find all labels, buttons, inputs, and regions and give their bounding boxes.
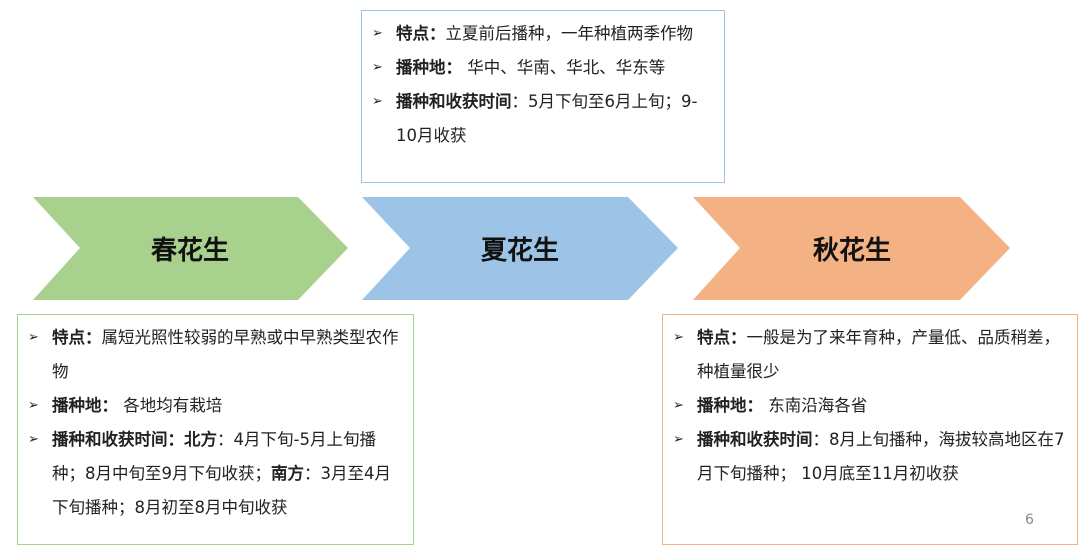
bullet-item: ➢ 播种地： 东南沿海各省	[671, 389, 1069, 423]
item-label: 特点：	[396, 24, 446, 43]
arrow-bullet-icon: ➢	[372, 94, 383, 109]
bullet-item: ➢ 特点：一般是为了来年育种，产量低、品质稍差，种植量很少	[671, 321, 1069, 389]
bullet-item: ➢ 播种和收获时间：北方：4月下旬-5月上旬播种；8月中旬至9月下旬收获；南方：3…	[26, 423, 405, 525]
arrow-bullet-icon: ➢	[372, 26, 383, 41]
bullet-item: ➢ 播种和收获时间：5月下旬至6月上旬；9-10月收获	[370, 85, 716, 153]
item-label: 播种和收获时间	[697, 430, 813, 449]
item-label: 特点：	[52, 328, 102, 347]
summer-info-box: ➢ 特点：立夏前后播种，一年种植两季作物 ➢ 播种地： 华中、华南、华北、华东等 ➢ 播种…	[361, 10, 725, 183]
item-text: 属短光照性较弱的早熟或中早熟类型农作物	[52, 328, 399, 381]
autumn-info-box: ➢ 特点：一般是为了来年育种，产量低、品质稍差，种植量很少 ➢ 播种地： 东南沿海各省…	[662, 314, 1078, 545]
bullet-item: ➢ 播种和收获时间：8月上旬播种，海拔较高地区在7月下旬播种； 10月底至11月初…	[671, 423, 1069, 491]
item-label: 特点：	[697, 328, 747, 347]
item-text: 立夏前后播种，一年种植两季作物	[445, 24, 694, 43]
spring-info-box: ➢ 特点：属短光照性较弱的早熟或中早熟类型农作物 ➢ 播种地： 各地均有栽培 ➢ 播种和收…	[17, 314, 414, 545]
arrow-bullet-icon: ➢	[673, 330, 684, 345]
item-text: ：3月至4月下旬播种；8月初至8月中旬收获	[52, 464, 391, 517]
arrow-bullet-icon: ➢	[673, 398, 684, 413]
item-text: ：4月下旬-5月上旬播种；8月中旬至9月下旬收获；	[52, 430, 376, 483]
arrow-bullet-icon: ➢	[673, 432, 684, 447]
bullet-item: ➢ 特点：立夏前后播种，一年种植两季作物	[370, 17, 716, 51]
item-text: 一般是为了来年育种，产量低、品质稍差，种植量很少	[697, 328, 1060, 381]
chevron-summer	[362, 197, 678, 300]
item-text: 东南沿海各省	[763, 396, 868, 415]
arrow-bullet-icon: ➢	[372, 60, 383, 75]
chevron-autumn	[693, 197, 1010, 300]
item-text: 华中、华南、华北、华东等	[462, 58, 666, 77]
arrow-bullet-icon: ➢	[28, 432, 39, 447]
bullet-item: ➢ 特点：属短光照性较弱的早熟或中早熟类型农作物	[26, 321, 405, 389]
item-text: ：8月上旬播种，海拔较高地区在7月下旬播种； 10月底至11月初收获	[697, 430, 1065, 483]
stage-label-autumn: 秋花生	[812, 236, 891, 266]
item-text: ：5月下旬至6月上旬；9-10月收获	[396, 92, 698, 145]
item-label: 播种和收获时间	[396, 92, 512, 111]
item-label: 南方	[271, 464, 304, 483]
arrow-bullet-icon: ➢	[28, 398, 39, 413]
item-label: 播种地：	[697, 396, 763, 415]
item-label: 播种和收获时间：北方	[52, 430, 217, 449]
arrow-bullet-icon: ➢	[28, 330, 39, 345]
stage-label-summer: 夏花生	[480, 236, 559, 266]
item-label: 播种地：	[396, 58, 462, 77]
page-number: 6	[1025, 512, 1034, 528]
item-text: 各地均有栽培	[118, 396, 223, 415]
bullet-item: ➢ 播种地： 各地均有栽培	[26, 389, 405, 423]
bullet-item: ➢ 播种地： 华中、华南、华北、华东等	[370, 51, 716, 85]
stage-label-spring: 春花生	[150, 236, 229, 266]
item-label: 播种地：	[52, 396, 118, 415]
chevron-spring	[33, 197, 348, 300]
